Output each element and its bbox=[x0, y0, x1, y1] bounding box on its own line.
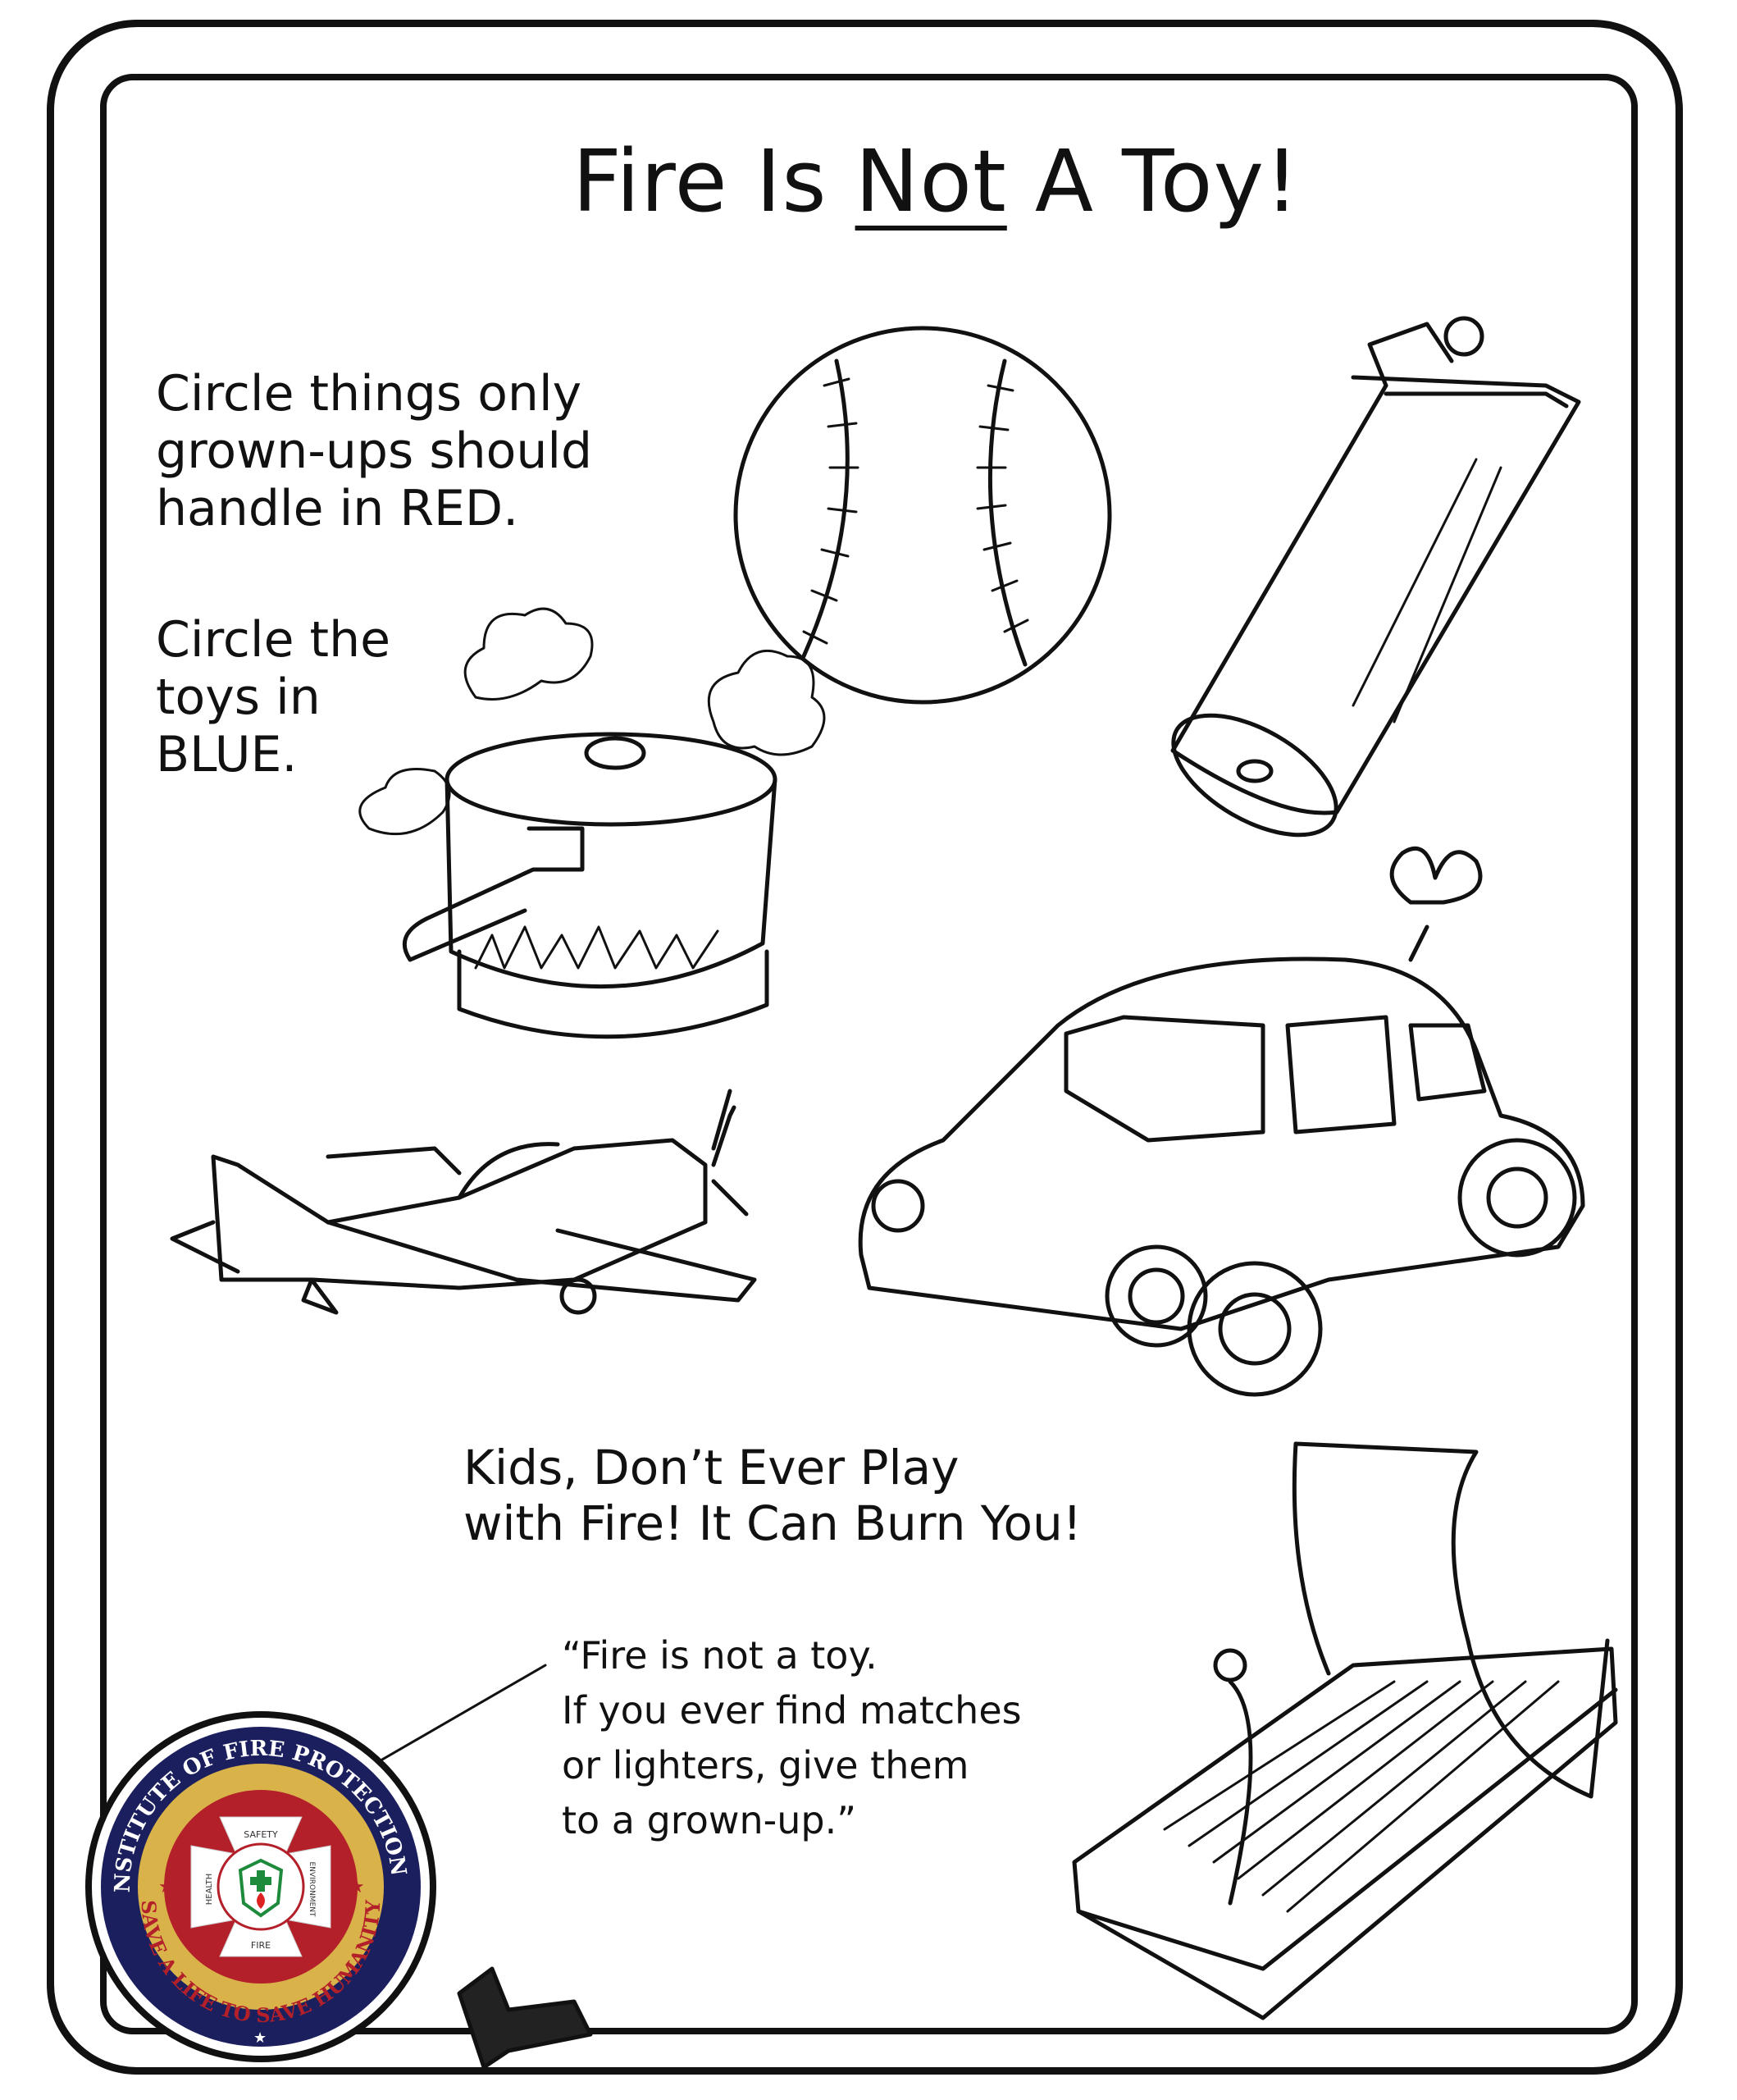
page-title: Fire Is Not A Toy! bbox=[572, 131, 1300, 231]
svg-text:HEALTH: HEALTH bbox=[205, 1874, 214, 1906]
warning-text: Kids, Don’t Ever Play with Fire! It Can … bbox=[463, 1440, 1082, 1551]
title-emphasis: Not bbox=[855, 131, 1007, 231]
svg-text:★: ★ bbox=[253, 2029, 267, 2047]
quote-text: “Fire is not a toy. If you ever find mat… bbox=[562, 1633, 1022, 1842]
wind-up-toy-car-drawing[interactable] bbox=[858, 846, 1585, 1397]
toy-airplane-drawing[interactable] bbox=[170, 1089, 757, 1315]
hose-nozzle-drawing bbox=[457, 1966, 593, 2070]
lighter-drawing[interactable] bbox=[1154, 316, 1581, 860]
title-part2: A Toy! bbox=[1006, 131, 1300, 231]
svg-text:ENVIRONMENT: ENVIRONMENT bbox=[308, 1862, 316, 1917]
svg-text:FIRE: FIRE bbox=[251, 1940, 271, 1951]
inner-page-border bbox=[100, 74, 1638, 2034]
title-part1: Fire Is bbox=[572, 131, 855, 231]
pot-on-stove-drawing[interactable] bbox=[358, 607, 826, 1039]
baseball-drawing[interactable] bbox=[733, 326, 1112, 705]
svg-text:★: ★ bbox=[349, 1877, 365, 1897]
instruction-red: Circle things only grown-ups should hand… bbox=[156, 365, 593, 537]
matchbook-drawing[interactable] bbox=[1072, 1441, 1618, 2020]
svg-text:SAFETY: SAFETY bbox=[244, 1829, 278, 1840]
outer-hose-border bbox=[47, 20, 1683, 2075]
callout-line bbox=[359, 1664, 547, 1774]
svg-text:★: ★ bbox=[158, 1877, 175, 1897]
instruction-blue: Circle the toys in BLUE. bbox=[156, 611, 391, 783]
nifps-logo-seal: NATIONAL INSTITUTE OF FIRE PROTECTION AN… bbox=[84, 1710, 436, 2062]
